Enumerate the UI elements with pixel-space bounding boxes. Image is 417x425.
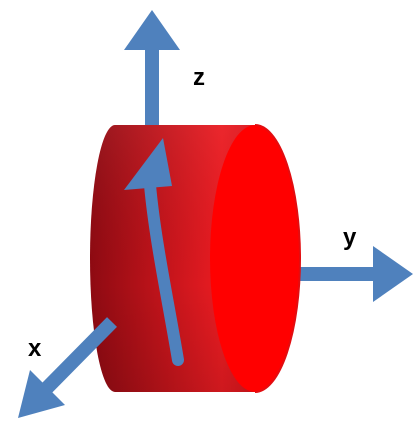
x-axis-arrow [18, 317, 117, 418]
curved-rotation-arrow-icon [124, 138, 184, 366]
y-axis-label: y [343, 224, 357, 251]
z-axis-arrow [124, 10, 180, 140]
z-axis-label: z [193, 64, 205, 91]
cylinder [90, 124, 301, 393]
cylinder-end-face [210, 125, 300, 392]
x-axis-label: x [28, 335, 42, 362]
